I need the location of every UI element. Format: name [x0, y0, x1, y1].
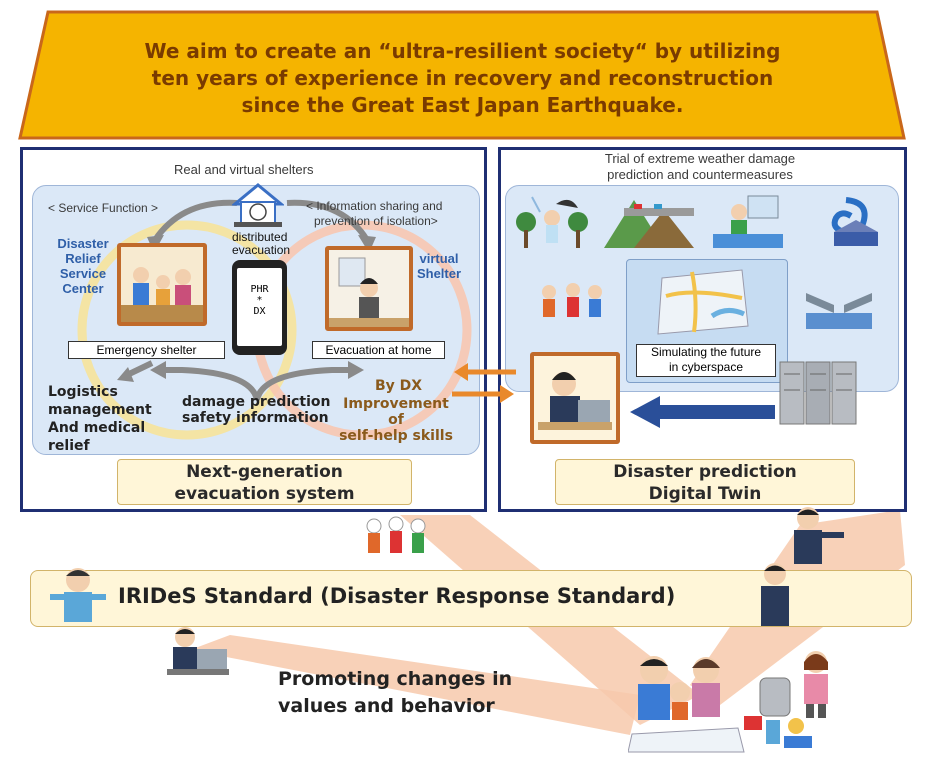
- logistics-line-2: management: [48, 402, 152, 418]
- logistics-text: Logistics management And medical relief: [48, 383, 152, 455]
- digital-twin-title: Disaster prediction Digital Twin: [555, 459, 855, 505]
- info-sharing-line-1: < Information sharing and: [306, 199, 443, 213]
- info-sharing-line-2: prevention of isolation>: [314, 214, 438, 228]
- promoting-changes-text: Promoting changes in values and behavior: [278, 666, 512, 720]
- self-help-line-2: self-help skills: [339, 428, 453, 444]
- iridesstandard-label: IRIDeS Standard (Disaster Response Stand…: [118, 584, 676, 608]
- logistics-line-1: Logistics: [48, 384, 118, 400]
- person-at-home-illustration: [329, 250, 409, 327]
- relief-center-line-1: Disaster: [57, 236, 109, 251]
- phone-text-dx: DX: [253, 306, 266, 317]
- emergency-supplies-icon: [744, 677, 812, 748]
- house-icon: [232, 183, 284, 227]
- banner-text: We aim to create an “ultra-resilient soc…: [110, 38, 815, 119]
- relief-center-line-4: Center: [62, 281, 104, 296]
- home-evacuation-picture: [325, 246, 413, 331]
- relief-center-line-2: Relief: [65, 251, 101, 266]
- broken-bridge-icon: [806, 293, 872, 329]
- promoting-line-1: Promoting changes in: [278, 668, 513, 690]
- city-map-icon: [657, 269, 749, 335]
- virtual-shelter-line-1: virtual: [419, 251, 459, 266]
- evacuating-people-icon: [542, 283, 602, 317]
- evacuation-system-title: Next-generation evacuation system: [117, 459, 412, 505]
- emergency-shelter-label: Emergency shelter: [68, 341, 225, 359]
- family-illustration: [121, 247, 203, 322]
- simulation-line-1: Simulating the future: [650, 345, 762, 359]
- phone-screen: PHR * DX: [237, 268, 282, 346]
- operator-picture: [530, 352, 620, 444]
- promoting-line-2: values and behavior: [278, 695, 495, 717]
- digital-twin-line-2: Digital Twin: [648, 484, 762, 504]
- virtual-shelter-line-2: Shelter: [416, 266, 462, 281]
- logistics-line-4: relief: [48, 438, 90, 454]
- left-diagram-graphics: [77, 199, 472, 440]
- logistics-line-3: And medical: [48, 420, 146, 436]
- right-header-line-1: Trial of extreme weather damage: [604, 151, 796, 166]
- distributed-evacuation-text: distributed evacuation: [232, 231, 290, 257]
- landslide-road-icon: [604, 200, 694, 248]
- evacuation-title-line-2: evacuation system: [174, 484, 355, 504]
- damage-line-2: safety information: [182, 410, 329, 426]
- digital-twin-line-1: Disaster prediction: [613, 462, 797, 482]
- right-panel-header: Trial of extreme weather damage predicti…: [540, 151, 860, 183]
- simulation-line-2: in cyberspace: [668, 360, 744, 374]
- laptop-person-icon: [167, 627, 229, 675]
- self-help-line-1: Improvement of: [343, 396, 449, 428]
- phone-icon: PHR * DX: [232, 260, 287, 355]
- damage-line-1: damage prediction: [182, 394, 331, 410]
- service-function-text: < Service Function >: [48, 201, 159, 215]
- pointing-man-icon: [794, 507, 844, 564]
- virtual-shelter-text: virtual Shelter: [413, 251, 465, 281]
- home-evacuation-label: Evacuation at home: [312, 341, 445, 359]
- orange-exchange-arrows-icon: [452, 363, 516, 403]
- banner-line-1: We aim to create an “ultra-resilient soc…: [144, 39, 781, 63]
- woman-with-supplies-icon: [804, 651, 828, 718]
- evacuation-text: evacuation: [232, 243, 291, 257]
- operator-illustration: [534, 356, 616, 440]
- relief-center-line-3: Service: [59, 266, 107, 281]
- server-rack-icon: [779, 361, 857, 425]
- evacuation-title-line-1: Next-generation: [186, 462, 343, 482]
- family-with-map-icon: [628, 656, 745, 753]
- phone-text-star: *: [256, 295, 263, 306]
- banner-line-2: ten years of experience in recovery and …: [151, 66, 774, 90]
- helmet-people-icon: [366, 516, 426, 553]
- left-panel-header: Real and virtual shelters: [174, 162, 314, 177]
- relief-center-text: Disaster Relief Service Center: [50, 236, 116, 296]
- worried-person-icon: [50, 568, 106, 622]
- right-header-line-2: prediction and countermeasures: [607, 167, 793, 182]
- damage-prediction-text: damage prediction safety information: [182, 394, 331, 426]
- storm-umbrella-icon: [516, 196, 588, 248]
- simulation-label: Simulating the future in cyberspace: [636, 344, 776, 377]
- by-dx-text: By DX: [375, 378, 423, 394]
- banner-line-3: since the Great East Japan Earthquake.: [241, 93, 684, 117]
- self-help-text: Improvement of self-help skills: [335, 396, 457, 444]
- thinking-man-icon: [761, 563, 789, 626]
- flooded-house-icon: [713, 195, 783, 248]
- blue-arrow-icon: [630, 396, 775, 428]
- emergency-shelter-picture: [117, 243, 207, 326]
- banner-shape: [18, 10, 906, 140]
- typhoon-icon: [831, 197, 878, 246]
- distributed-text: distributed: [232, 230, 288, 244]
- phone-text-phr: PHR: [250, 284, 269, 295]
- info-sharing-text: < Information sharing and prevention of …: [306, 199, 442, 229]
